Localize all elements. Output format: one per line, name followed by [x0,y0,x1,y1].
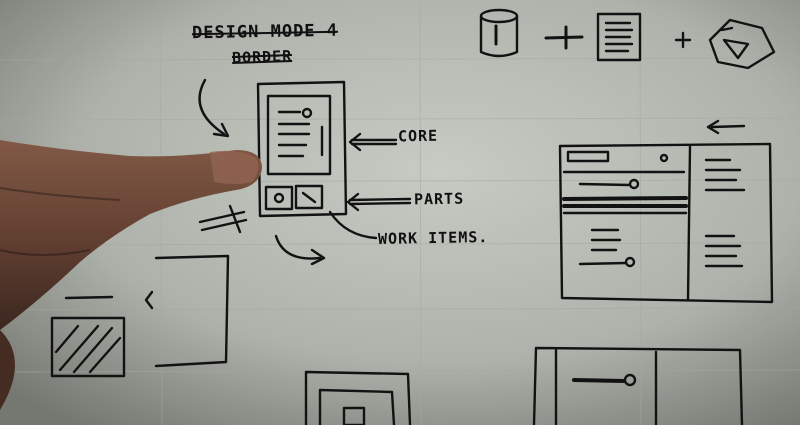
arrow-to-parts [346,192,412,212]
database-icon [479,8,519,58]
curved-arrow-down [274,234,326,266]
arrow-to-core [348,132,398,152]
device-icon [708,18,776,70]
image-placeholder-box [50,295,126,378]
tablet-wireframe [558,142,774,304]
bottom-frame-sketch [304,370,412,425]
curved-arrow-left [198,78,230,138]
bottom-tablet-sketch [532,346,744,425]
label-core: CORE [397,126,439,146]
sketch-header-line1: DESIGN MODE 4 [191,20,339,44]
arrow-left-small [706,119,746,135]
sketch-header-line2: BORDER [232,47,293,67]
label-work-items: WORK ITEMS. [377,228,489,248]
double-arrow-left [198,204,248,234]
arrow-to-work-items [328,210,378,240]
plus-sign-icon [544,25,584,50]
plus-sign-icon-2 [674,31,692,49]
panel-bracket [144,254,230,368]
pointing-hand [0,140,262,410]
document-icon [596,12,642,62]
label-parts: PARTS [413,189,465,209]
